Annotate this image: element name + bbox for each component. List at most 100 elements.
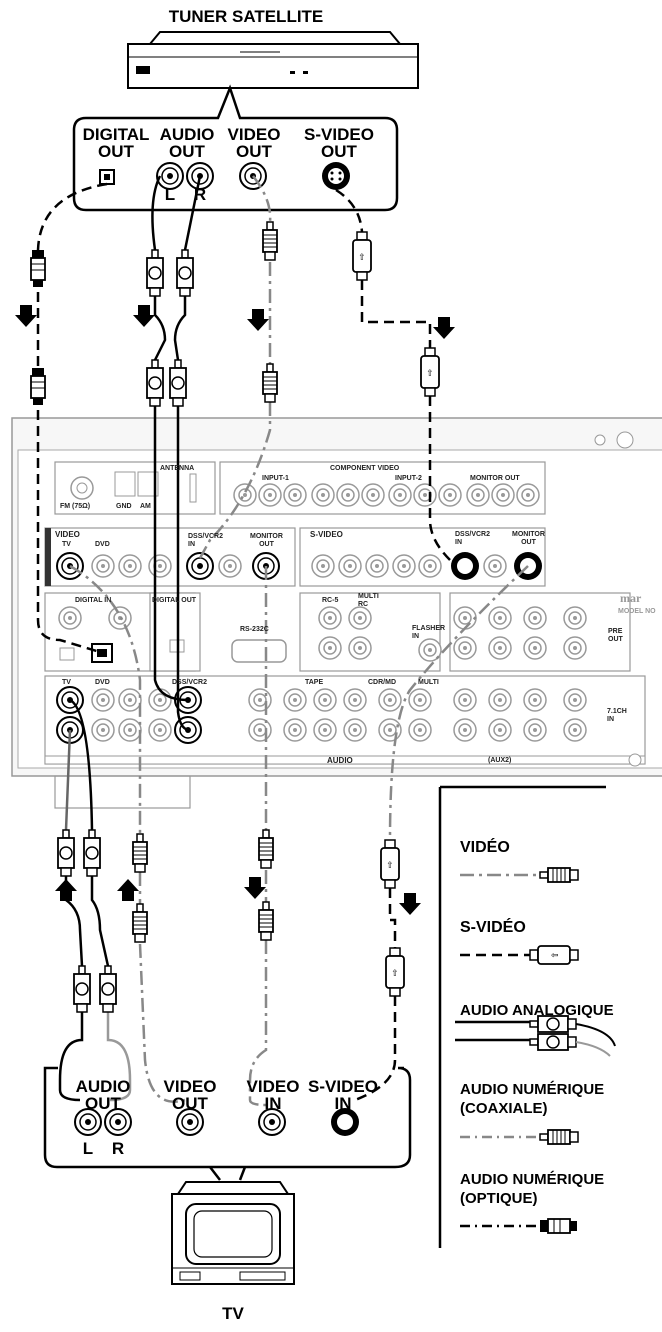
receiver-input1-label: INPUT-1	[262, 475, 289, 482]
legend-optical-plug	[539, 1218, 578, 1234]
receiver-svideo-monitor-out-label: MONITOR OUT	[512, 531, 545, 546]
tuner-audio-out-label: AUDIO OUT	[159, 125, 215, 161]
tuner-svideo-out-jack	[322, 162, 350, 190]
rca-plug-l	[146, 359, 164, 407]
rca-plug-l	[73, 965, 91, 1013]
receiver-monitor-out-label: MONITOR OUT	[470, 475, 520, 482]
receiver-digital-in-label: DIGITAL IN	[75, 597, 112, 604]
signal-arrow	[399, 893, 421, 915]
tv-svideo-in-jack	[331, 1108, 359, 1136]
receiver-gnd-label: GND	[116, 503, 132, 510]
tv-left-label: L	[82, 1139, 94, 1158]
receiver-svideo-label: S-VIDEO	[310, 530, 343, 539]
receiver-cdr-md-label: CDR/MD	[368, 679, 396, 686]
signal-arrow	[247, 309, 269, 331]
receiver-dvd-label: DVD	[95, 541, 110, 548]
receiver-video-label: VIDEO	[55, 530, 80, 539]
tv-audio-out-label: AUDIO OUT	[75, 1077, 131, 1113]
receiver-svideo-dss-in-label: DSS/VCR2 IN	[455, 531, 491, 546]
legend-audio-digital-coax-label: AUDIO NUMÉRIQUE (COAXIALE)	[460, 1081, 605, 1117]
video-cable-monitor	[248, 566, 268, 1107]
rca-plug-r	[169, 359, 187, 407]
rca-plug-l	[146, 249, 164, 297]
receiver-71ch-in-label: 7.1CH IN	[607, 708, 627, 723]
signal-arrow	[117, 879, 139, 901]
optical-cable	[36, 182, 108, 654]
tv-title: TV	[222, 1304, 244, 1323]
legend-video-plug	[539, 867, 579, 883]
rca-plug-r	[57, 829, 75, 877]
tv-svideo-in-label: S-VIDEO IN	[308, 1077, 378, 1113]
tuner-video-out-label: VIDEO OUT	[227, 125, 281, 161]
receiver-rear-panel	[11, 417, 662, 809]
tv-video-out-label: VIDEO OUT	[163, 1077, 217, 1113]
svideo-plug	[352, 231, 372, 281]
receiver-monitor-out2-label: MONITOR OUT	[250, 533, 283, 548]
svideo-plug	[385, 947, 405, 997]
receiver-digital-in-optical-jack	[91, 643, 113, 663]
rca-video-plug	[132, 833, 148, 873]
receiver-flasher-in-label: FLASHER IN	[412, 625, 446, 640]
tv-rear-panel-callout	[43, 1066, 412, 1169]
optical-plug	[30, 249, 46, 288]
tv-device	[171, 1181, 295, 1285]
optical-plug	[30, 367, 46, 406]
svideo-plug	[420, 347, 440, 397]
svideo-cable-tv	[354, 888, 397, 1102]
signal-arrow	[433, 317, 455, 339]
receiver-input2-label: INPUT-2	[395, 475, 422, 482]
rca-video-plug	[262, 363, 278, 403]
signal-arrow	[15, 305, 37, 327]
receiver-antenna-label: ANTENNA	[160, 465, 195, 472]
receiver-am-label: AM	[140, 503, 151, 510]
receiver-brand-label: mar	[620, 591, 642, 605]
svideo-cable-tuner	[335, 188, 451, 561]
tuner-svideo-out-label: S-VIDEO OUT	[304, 125, 374, 161]
rca-video-plug	[258, 829, 274, 869]
rca-video-plug	[262, 221, 278, 261]
receiver-svideo-dss-in-jack	[451, 552, 479, 580]
legend	[438, 785, 616, 1248]
tv-right-label: R	[111, 1139, 125, 1158]
legend-video-label: VIDÉO	[460, 839, 510, 856]
receiver-aux2-label: (AUX2)	[488, 757, 512, 764]
receiver-tv-label: TV	[62, 541, 71, 548]
rca-plug-r	[99, 965, 117, 1013]
tuner-right-label: R	[193, 185, 207, 204]
receiver-rc5-label: RC-5	[322, 597, 339, 604]
rca-plug-r	[176, 249, 194, 297]
receiver-fm-label: FM (75Ω)	[60, 503, 91, 510]
rca-video-plug	[258, 901, 274, 941]
receiver-audio-tv-label: TV	[62, 679, 71, 686]
receiver-multi-rc-label: MULTI RC	[358, 593, 379, 608]
rca-video-plug	[132, 903, 148, 943]
video-cable-tuner	[198, 175, 272, 559]
analog-audio-cable-tuner	[151, 175, 202, 732]
legend-svideo-label: S-VIDÉO	[460, 919, 526, 936]
receiver-audio-dss-vcr2-label: DSS/VCR2	[172, 679, 208, 686]
receiver-dss-vcr2-in-label: DSS/VCR2 IN	[188, 533, 224, 548]
receiver-component-video-label: COMPONENT VIDEO	[330, 465, 400, 472]
legend-coax-plug	[539, 1129, 579, 1145]
receiver-multi-label: MULTI	[418, 679, 439, 686]
legend-audio-analog-label: AUDIO ANALOGIQUE	[460, 1002, 614, 1019]
rca-plug-l	[83, 829, 101, 877]
signal-arrow	[55, 879, 77, 901]
tv-video-in-label: VIDEO IN	[246, 1077, 300, 1113]
receiver-model-label: MODEL NO	[618, 608, 656, 615]
receiver-tape-label: TAPE	[305, 679, 324, 686]
signal-arrow	[244, 877, 266, 899]
signal-arrow	[133, 305, 155, 327]
receiver-pre-out-label: PRE OUT	[608, 628, 623, 643]
tuner-digital-out-label: DIGITAL OUT	[82, 125, 150, 161]
tuner-left-label: L	[164, 185, 176, 204]
receiver-audio-dvd-label: DVD	[95, 679, 110, 686]
legend-audio-digital-optical-label: AUDIO NUMÉRIQUE (OPTIQUE)	[460, 1171, 605, 1207]
receiver-audio-label: AUDIO	[327, 756, 353, 765]
receiver-rs232c-label: RS-232C	[240, 626, 269, 633]
tuner-title: TUNER SATELLITE	[168, 7, 324, 26]
tuner-rear-panel-callout	[72, 84, 399, 212]
video-cable-tv-out	[69, 564, 186, 1103]
tuner-digital-out-jack	[99, 169, 115, 185]
